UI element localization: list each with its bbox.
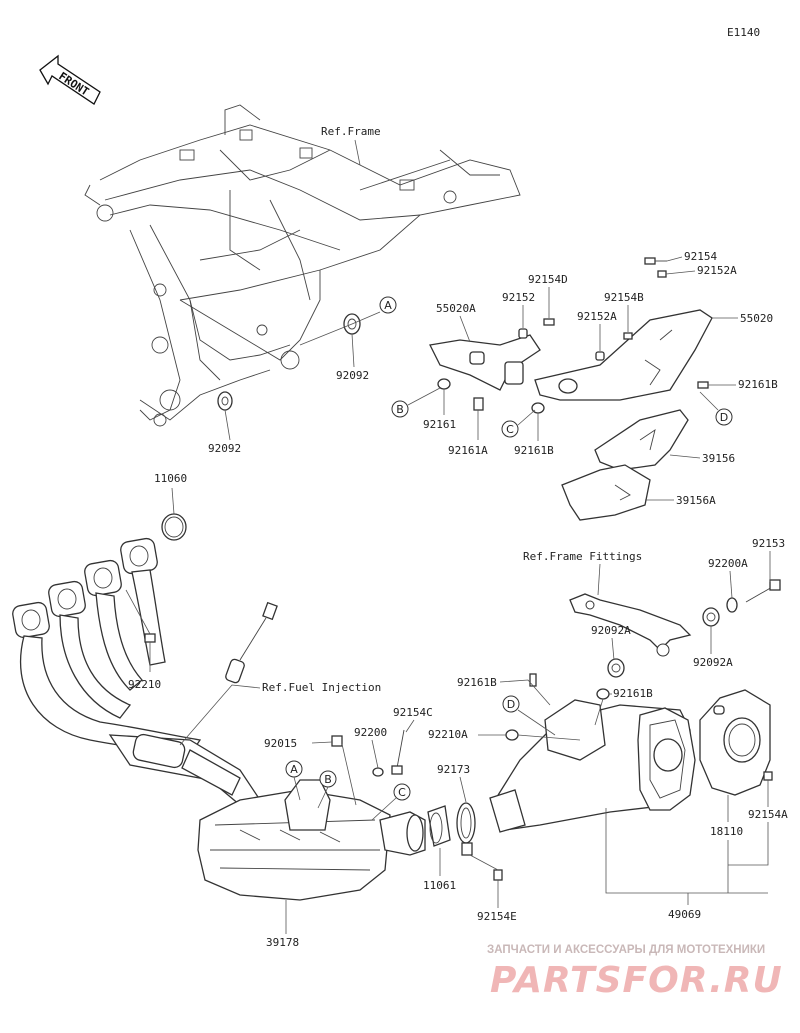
part-92154E: 92154E — [477, 910, 517, 923]
diagram-code: E1140 — [727, 26, 760, 39]
part-92161A: 92161A — [448, 444, 488, 457]
grommet-92161B-b — [596, 688, 610, 700]
bolt-92154C — [391, 729, 405, 775]
shield-39156 — [594, 409, 689, 471]
part-39178: 39178 — [266, 936, 299, 949]
frame-drawing — [84, 104, 521, 427]
callout-c-muffler: C — [393, 783, 411, 801]
damper-92092A-upper — [702, 607, 720, 627]
gasket-11061 — [427, 805, 451, 847]
frame-fittings-bracket — [569, 593, 692, 657]
part-11061: 11061 — [423, 879, 456, 892]
part-92154D: 92154D — [528, 273, 568, 286]
part-92092A-left: 92092A — [591, 624, 631, 637]
part-49069: 49069 — [668, 908, 701, 921]
part-92092-2: 92092 — [208, 442, 241, 455]
exhaust-header — [12, 537, 262, 806]
callout-a-frame: A — [379, 296, 397, 314]
grommet-92161A — [473, 397, 484, 411]
cover-55020A — [429, 334, 541, 391]
part-55020: 55020 — [740, 312, 773, 325]
part-92161B-c: 92161B — [514, 444, 554, 457]
part-39156: 39156 — [702, 452, 735, 465]
callout-c-upper: C — [501, 420, 519, 438]
part-92200A: 92200A — [708, 557, 748, 570]
callout-d-upper: D — [715, 408, 733, 426]
svg-text:A: A — [384, 299, 392, 312]
part-92153: 92153 — [752, 537, 785, 550]
callout-b-muffler: B — [319, 770, 337, 788]
svg-text:B: B — [324, 773, 332, 786]
o2-sensor — [225, 601, 278, 684]
nut-92210A — [505, 729, 519, 741]
shield-39156A — [561, 464, 651, 521]
grommet-92161B-right — [697, 381, 709, 389]
watermark-tagline: ЗАПЧАСТИ И АКСЕССУАРЫ ДЛЯ МОТОТЕХНИКИ — [487, 944, 765, 956]
part-92154A: 92154A — [748, 808, 788, 821]
part-92161B-b: 92161B — [613, 687, 653, 700]
part-92173: 92173 — [437, 763, 470, 776]
part-92161B-a: 92161B — [457, 676, 497, 689]
part-39156A: 39156A — [676, 494, 716, 507]
part-92154: 92154 — [684, 250, 717, 263]
washer-92200 — [372, 767, 384, 777]
part-92092-1: 92092 — [336, 369, 369, 382]
part-92154B: 92154B — [604, 291, 644, 304]
part-92015: 92015 — [264, 737, 297, 750]
bolt-92154E — [493, 869, 503, 881]
part-11060: 11060 — [154, 472, 187, 485]
part-92161: 92161 — [423, 418, 456, 431]
part-55020A: 55020A — [436, 302, 476, 315]
watermark-brand: PARTSFOR.RU — [490, 960, 783, 1001]
grommet-92161B-a — [529, 673, 537, 687]
front-arrow-icon: FRONT — [39, 54, 101, 105]
bolt-92154 — [644, 257, 667, 265]
bolt-92153 — [745, 579, 781, 603]
part-92210A: 92210A — [428, 728, 468, 741]
svg-text:C: C — [506, 423, 514, 436]
svg-text:D: D — [507, 698, 515, 711]
part-92152A-lower: 92152A — [577, 310, 617, 323]
nut-92210 — [144, 633, 156, 643]
part-92152A-upper: 92152A — [697, 264, 737, 277]
part-92200: 92200 — [354, 726, 387, 739]
svg-text:A: A — [290, 763, 298, 776]
part-18110: 18110 — [710, 825, 743, 838]
callout-d-silencer: D — [502, 695, 520, 713]
collar-92152A-upper — [657, 270, 667, 278]
collar-92152A-lower — [595, 351, 605, 361]
clip-92015 — [331, 735, 343, 747]
part-92092A-right: 92092A — [693, 656, 733, 669]
svg-text:C: C — [398, 786, 406, 799]
svg-text:D: D — [720, 411, 728, 424]
gasket-11060 — [161, 513, 187, 541]
bolt-92154A — [763, 771, 773, 781]
silencer-49069 — [489, 699, 696, 833]
cover-55020 — [534, 309, 713, 401]
ref-frame-fittings-label: Ref.Frame Fittings — [523, 550, 642, 563]
collar-92152 — [518, 328, 528, 339]
part-92152: 92152 — [502, 291, 535, 304]
damper-92092A-lower — [607, 658, 625, 678]
svg-text:B: B — [396, 403, 404, 416]
part-92210: 92210 — [128, 678, 161, 691]
damper-92092-lower — [217, 391, 233, 411]
bolt-92154D — [543, 318, 555, 326]
clamp-92173 — [456, 802, 476, 856]
callout-a-muffler: A — [285, 760, 303, 778]
end-cap-18110 — [699, 689, 771, 796]
bolt-92154B — [623, 332, 633, 340]
part-92161B-right: 92161B — [738, 378, 778, 391]
callout-b-upper: B — [391, 400, 409, 418]
grommet-92161-left — [437, 378, 451, 390]
washer-92200A — [726, 597, 738, 613]
ref-frame-label: Ref.Frame — [321, 125, 381, 138]
ref-fuel-injection-label: Ref.Fuel Injection — [262, 681, 381, 694]
part-92154C: 92154C — [393, 706, 433, 719]
muffler-39178 — [197, 779, 426, 901]
